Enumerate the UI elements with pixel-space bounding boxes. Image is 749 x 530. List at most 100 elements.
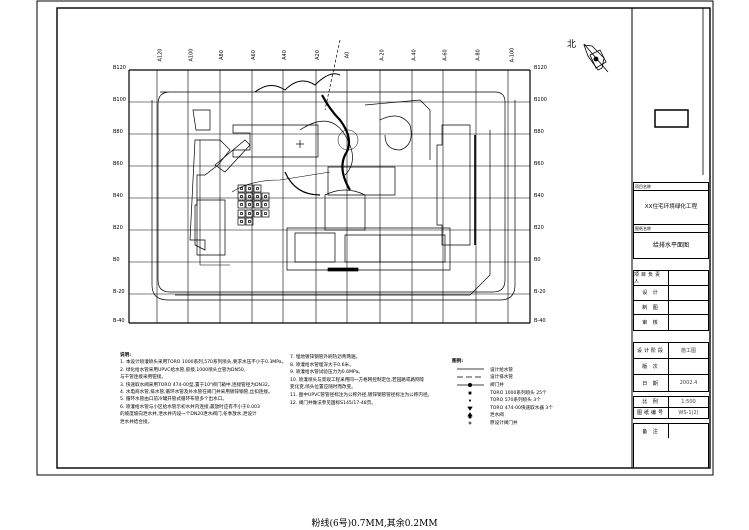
- design-stamp: [654, 109, 689, 128]
- planting-square: [253, 209, 262, 218]
- grid-label-right: B60: [534, 161, 544, 167]
- grid-label-left: B-40: [113, 318, 125, 324]
- grid-label-top: A-60: [442, 49, 449, 61]
- planting-square: [237, 209, 246, 218]
- field-value: [669, 286, 708, 300]
- field-value: 施工图: [680, 348, 696, 354]
- note-item: 11. 图中UPVC管管径标注为公称外径,镀锌钢管管径标注为公称内径。: [290, 392, 433, 398]
- legend-item: 阀门井: [452, 381, 553, 389]
- grid-label-right: B40: [534, 193, 544, 199]
- grid-label-right: B-20: [534, 289, 546, 295]
- legend-label: 设计排水管: [490, 375, 513, 381]
- remark-box: 备 注: [633, 423, 709, 468]
- planting-square: [237, 217, 246, 226]
- note-item: 7. 埋地镀锌钢管外刷热沥青两遍。: [290, 355, 361, 360]
- grid-label-left: B20: [113, 225, 123, 231]
- title-block-row: 设 计: [634, 285, 708, 301]
- note-item: 9. 喷灌给水管试验压力为0.6MPa。: [290, 370, 364, 376]
- grid-label-right: B20: [534, 225, 544, 231]
- sprinkler-mark: [248, 212, 251, 215]
- line-weight-caption: 粉线(6号)0.7MM,其余0.2MM: [311, 519, 438, 529]
- grid-label-right: B0: [534, 257, 541, 263]
- planting-square: [245, 217, 254, 226]
- field-label: 设 计: [634, 285, 669, 300]
- sprinkler-mark: [264, 195, 267, 198]
- field-value: [669, 271, 708, 285]
- grid-label-left: B120: [113, 65, 126, 71]
- legend-label: 设计给水管: [490, 367, 513, 373]
- legend-symbol: [452, 419, 490, 426]
- site-layout: [151, 39, 516, 301]
- sprinkler-mark: [248, 195, 251, 198]
- design-notes-continued: 7. 埋地镀锌钢管外刷热沥青两遍。8. 喷灌给水管埋深大于0.6米。9. 喷灌给…: [290, 354, 460, 407]
- planting-square: [253, 200, 262, 209]
- sprinkler-mark: [248, 203, 251, 206]
- grid-label-right: B100: [534, 97, 547, 103]
- field-value: WS-1(2): [678, 409, 699, 416]
- drawing-label: 图纸名称: [634, 225, 708, 233]
- note-item: 12. 阀门井做法参见国标S145/17-48页。: [290, 400, 376, 406]
- sprinkler-mark: [264, 212, 267, 215]
- project-name: XX住宅环境绿化工程: [634, 191, 708, 225]
- note-item: 的坡度坡向泄水井,泄水井内设一个DN20泄水阀门,冬季放水,泄设计: [120, 412, 257, 418]
- north-label: 北: [567, 40, 577, 50]
- grid-label-top: A20: [314, 50, 321, 60]
- grid-label-top: A40: [281, 50, 288, 60]
- grid-label-top: A80: [218, 50, 225, 60]
- field-value: [669, 315, 708, 330]
- legend-item: 设计给水管: [452, 366, 553, 374]
- grid-label-top: A-80: [475, 49, 482, 61]
- sprinkler-mark: [240, 187, 243, 190]
- note-item: 与干管连接采用钳接。: [120, 375, 166, 381]
- legend-item: TORO 1000系列喷头 25个: [452, 389, 553, 397]
- sprinkler-mark: [264, 203, 267, 206]
- title-block-row: 项目负责人: [634, 271, 708, 286]
- planting-square: [237, 192, 246, 201]
- sprinkler-mark: [248, 220, 251, 223]
- grid-label-left: B-20: [113, 289, 125, 295]
- sprinkler-mark: [240, 212, 243, 215]
- legend-item: 泄水阀: [452, 412, 553, 420]
- note-item: 4. 水电商水管,排水管,循环水管及补水管在阀门井采用镀锌钢管,丝扣连接。: [120, 390, 273, 396]
- grid-label-top: A120: [157, 48, 164, 62]
- legend-title: 图例:: [452, 359, 464, 364]
- legend-label: TORO 474-00快速取水器 3个: [490, 405, 553, 411]
- note-item: 2. 绿化给水管采用UPVC给水管,胶接,1000喷头立管为DN50,: [120, 367, 246, 373]
- legend-label: 原设计阀门井: [490, 420, 518, 426]
- note-item: 5. 循环水管由口前冷罐开管式循环布管多个出水口。: [120, 397, 227, 403]
- legend-symbol: [452, 389, 490, 396]
- legend-item: 设计排水管: [452, 374, 553, 382]
- note-item: 变化变,喷头位置应随时而改变。: [290, 385, 356, 391]
- note-item: 泄水井结合接。: [120, 419, 153, 425]
- planting-square: [237, 200, 246, 209]
- grid-label-top: A100: [188, 48, 195, 62]
- sprinkler-mark: [256, 195, 259, 198]
- sprinkler-mark: [240, 220, 243, 223]
- field-value: 1:500: [681, 398, 696, 405]
- field-label: 版 次: [634, 359, 669, 374]
- sprinkler-mark: [240, 203, 243, 206]
- planting-square: [253, 192, 262, 201]
- grid-label-right: B120: [534, 65, 547, 71]
- legend-item: TORO 570系列喷头 3个: [452, 396, 553, 404]
- legend-label: 阀门井: [490, 382, 504, 388]
- legend-item: 原设计阀门井: [452, 419, 553, 427]
- drawing-name: 给排水平面图: [652, 242, 689, 249]
- grid-label-top: A0: [344, 51, 351, 59]
- staff-table: 项目负责人设 计制 图审 核: [633, 270, 709, 331]
- grid-label-left: B80: [113, 129, 123, 135]
- field-label: 设计阶段: [634, 343, 669, 358]
- planting-square: [261, 192, 270, 201]
- note-item: 10. 喷灌喷头与景观工程采用同一方格网控制定位,若园路或路网等: [290, 377, 425, 383]
- field-value: [669, 301, 708, 315]
- legend-label: TORO 1000系列喷头 25个: [490, 390, 547, 396]
- planting-square: [261, 200, 270, 209]
- note-item: 3. 快速取水阀采用TORO 474-00型,置于10"阀门箱中,连接管径为DN…: [120, 382, 273, 388]
- field-label: 审 核: [634, 315, 669, 330]
- title-block-row: 版 次: [634, 359, 708, 375]
- design-notes: 说明: 1. 本设计喷灌喷头采用TORO 1000系列,570系列喷头,要求水压…: [120, 352, 290, 426]
- note-item: 6. 喷灌给水管与小区给水管示初水井内连接,最放时应有不小于0.003: [120, 404, 260, 410]
